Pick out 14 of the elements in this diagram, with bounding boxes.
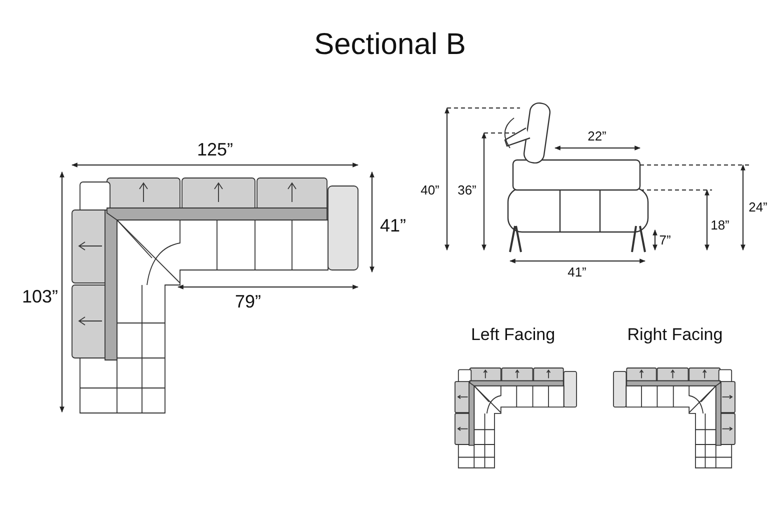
- dimension-label: 41”: [380, 216, 406, 236]
- dimension-label: 18”: [710, 218, 730, 232]
- dimension-label: 40”: [420, 182, 440, 198]
- dimension-label: 79”: [235, 292, 261, 312]
- view-caption: Right Facing: [627, 325, 723, 345]
- title: Sectional B: [314, 28, 466, 62]
- dimension-label: 22”: [588, 128, 606, 144]
- dimension-label: 7”: [659, 232, 671, 248]
- dimension-label: 24”: [748, 200, 768, 214]
- dimension-label: 41”: [568, 264, 586, 280]
- dimension-label: 36”: [458, 182, 476, 198]
- dimension-label: 103”: [22, 286, 58, 308]
- dimension-label: 125”: [196, 140, 234, 160]
- view-caption: Left Facing: [470, 325, 556, 345]
